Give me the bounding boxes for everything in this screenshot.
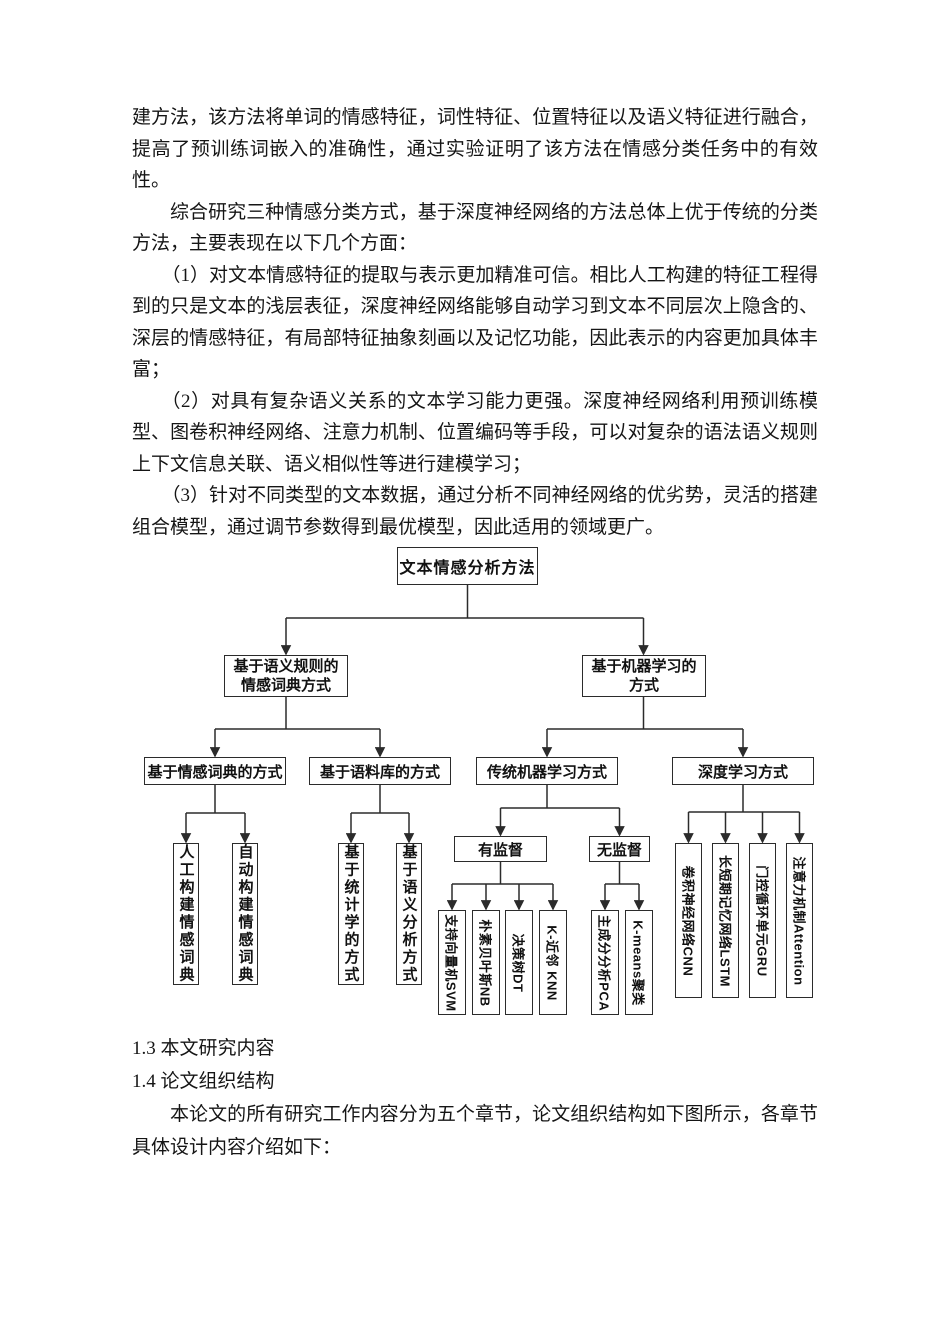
body-text-top: 建方法，该方法将单词的情感特征，词性特征、位置特征以及语义特征进行融合，提高了预…: [132, 102, 818, 543]
flowchart-node-lstm-label: 长短期记忆网络LSTM: [717, 854, 732, 987]
flowchart-node-decision-tree: 决策树DT: [505, 910, 533, 1015]
flowchart-node-attention-label: 注意力机制Attention: [791, 855, 806, 986]
flowchart-node-pca-label: 主成分分析PCA: [596, 914, 612, 1011]
flowchart-node-gru: 门控循环单元GRU: [749, 843, 776, 998]
flowchart-text-sentiment-methods: 文本情感分析方法 基于语义规则的 情感词典方式 基于机器学习的 方式 基于情感词…: [0, 545, 950, 1035]
flowchart-node-manual-dict: 人工构建情感词典: [173, 843, 199, 985]
flowchart-node-machine-learning: 基于机器学习的 方式: [582, 655, 706, 697]
flowchart-node-semantic-rule: 基于语义规则的 情感词典方式: [224, 655, 348, 697]
flowchart-node-traditional-ml: 传统机器学习方式: [476, 757, 618, 785]
flowchart-connectors: [180, 585, 805, 911]
paragraph-5: （3）针对不同类型的文本数据，通过分析不同神经网络的优劣势，灵活的搭建组合模型，…: [132, 485, 818, 538]
flowchart-node-cnn-label: 卷积神经网络CNN: [680, 865, 695, 976]
flowchart-node-knn: K-近邻 KNN: [539, 910, 567, 1015]
paragraph-1: 建方法，该方法将单词的情感特征，词性特征、位置特征以及语义特征进行融合，提高了预…: [132, 107, 818, 191]
section-heading-1-3: 1.3 本文研究内容: [132, 1038, 275, 1059]
flowchart-node-statistics-label: 基于统计学的方式: [342, 844, 360, 984]
flowchart-node-manual-dict-label: 人工构建情感词典: [177, 844, 195, 984]
flowchart-node-kmeans: K-means聚类: [625, 910, 653, 1015]
flowchart-node-knn-label: K-近邻 KNN: [544, 924, 560, 1001]
flowchart-node-kmeans-label: K-means聚类: [630, 919, 646, 1006]
paragraph-3: （1）对文本情感特征的提取与表示更加精准可信。相比人工构建的特征工程得到的只是文…: [132, 264, 818, 381]
flowchart-node-unsupervised: 无监督: [589, 836, 650, 862]
flowchart-node-attention: 注意力机制Attention: [786, 843, 813, 998]
flowchart-node-semantic-analysis: 基于语义分析方式: [396, 843, 422, 985]
flowchart-node-dictionary-method: 基于情感词典的方式: [144, 757, 286, 785]
flowchart-node-root: 文本情感分析方法: [397, 547, 538, 585]
flowchart-node-svm: 支持向量机SVM: [438, 910, 466, 1015]
body-text-bottom: 1.3 本文研究内容 1.4 论文组织结构 本论文的所有研究工作内容分为五个章节…: [132, 1032, 818, 1164]
flowchart-node-supervised: 有监督: [454, 836, 547, 862]
flowchart-node-statistics: 基于统计学的方式: [338, 843, 364, 985]
flowchart-node-svm-label: 支持向量机SVM: [443, 913, 459, 1012]
paragraph-4: （2）对具有复杂语义关系的文本学习能力更强。深度神经网络利用预训练模型、图卷积神…: [132, 390, 818, 475]
section-heading-1-4: 1.4 论文组织结构: [132, 1071, 275, 1092]
flowchart-node-lstm: 长短期记忆网络LSTM: [712, 843, 739, 998]
flowchart-node-corpus-method: 基于语料库的方式: [309, 757, 451, 785]
flowchart-node-decision-tree-label: 决策树DT: [510, 933, 526, 992]
flowchart-node-gru-label: 门控循环单元GRU: [754, 864, 769, 977]
paragraph-6: 本论文的所有研究工作内容分为五个章节，论文组织结构如下图所示，各章节具体设计内容…: [132, 1104, 818, 1158]
flowchart-node-semantic-analysis-label: 基于语义分析方式: [400, 844, 418, 984]
paragraph-2: 综合研究三种情感分类方式，基于深度神经网络的方法总体上优于传统的分类方法，主要表…: [132, 201, 818, 255]
flowchart-node-naive-bayes: 朴素贝叶斯NB: [472, 910, 500, 1015]
flowchart-node-naive-bayes-label: 朴素贝叶斯NB: [477, 918, 493, 1007]
flowchart-node-pca: 主成分分析PCA: [591, 910, 619, 1015]
flowchart-node-auto-dict-label: 自动构建情感词典: [236, 844, 254, 984]
flowchart-node-auto-dict: 自动构建情感词典: [232, 843, 258, 985]
flowchart-node-deep-learning: 深度学习方式: [672, 757, 814, 785]
flowchart-node-cnn: 卷积神经网络CNN: [675, 843, 702, 998]
